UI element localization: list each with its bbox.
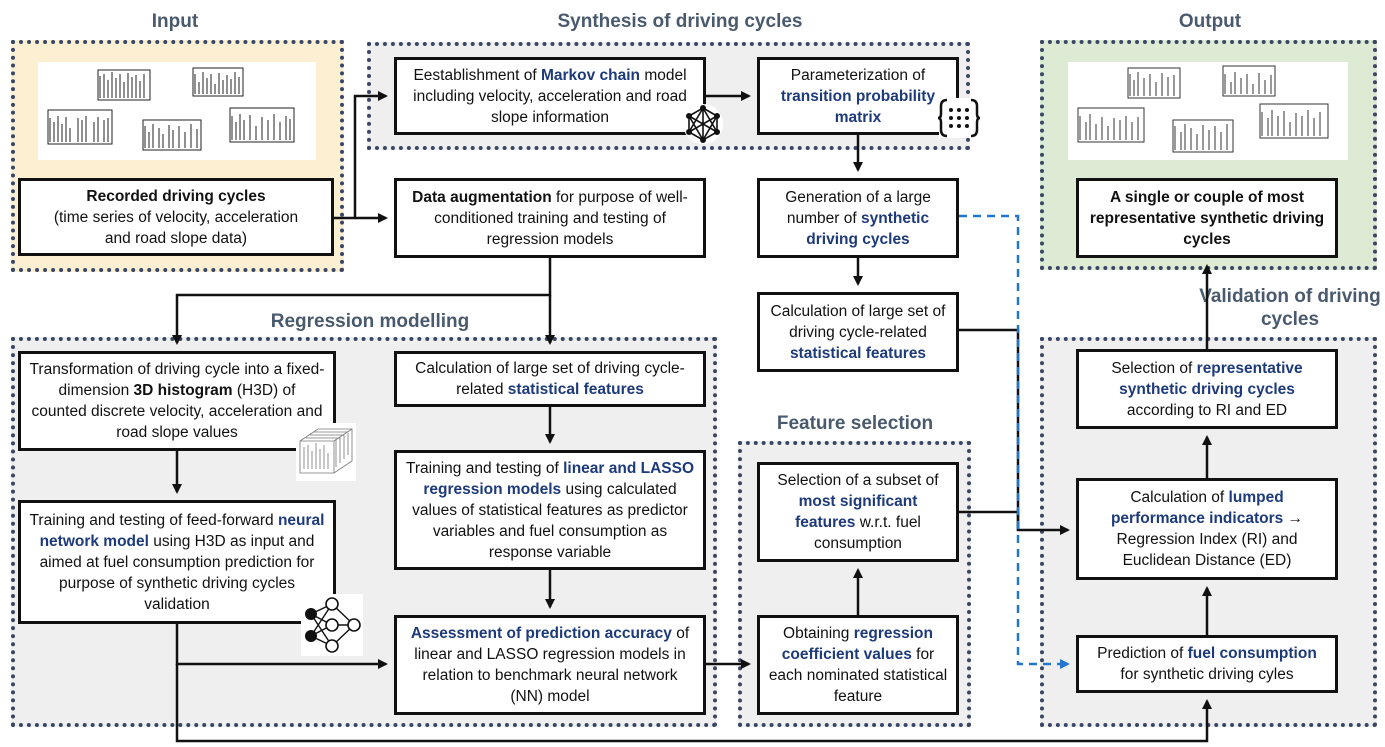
regression-coefficient-box: Obtaining regression coefficient values … — [757, 615, 959, 715]
prediction-accuracy-box: Assessment of prediction accuracy of lin… — [394, 615, 706, 715]
markov-chain-box: Eestablishment of Markov chain model inc… — [394, 57, 706, 135]
markov-text: Eestablishment of Markov chain model inc… — [413, 66, 687, 126]
transform-text: Transformation of driving cycle into a f… — [29, 361, 325, 441]
representative-selection-box: Selection of representative synthetic dr… — [1076, 349, 1338, 429]
linear-lasso-training-box: Training and testing of linear and LASSO… — [394, 450, 706, 570]
fuel-prediction-box: Prediction of fuel consumption for synth… — [1076, 635, 1338, 693]
prediction-text: Prediction of fuel consumption for synth… — [1097, 645, 1317, 683]
param-text: Parameterization of transition probabili… — [780, 66, 936, 126]
coeff-text: Obtaining regression coefficient values … — [768, 625, 948, 705]
link-nn-to-assessment — [175, 624, 388, 669]
link-recorded-to-markov — [334, 91, 388, 220]
histogram-transformation-box: Transformation of driving cycle into a f… — [18, 351, 336, 451]
lumped-indicators-box: Calculation of lumped performance indica… — [1076, 478, 1338, 580]
assessment-text: Assessment of prediction accuracy of lin… — [410, 625, 690, 705]
data-augmentation-box: Data augmentation for purpose of well-co… — [394, 178, 706, 258]
output-representative-box: A single or couple of most representativ… — [1076, 178, 1338, 258]
input-title: Input — [151, 11, 199, 32]
histogram-3d-icon — [296, 423, 356, 481]
regression-title: Regression modelling — [270, 311, 470, 332]
link-augment-to-branches — [172, 258, 552, 345]
significant-features-box: Selection of a subset of most significan… — [757, 462, 959, 562]
regression-statistical-features-box: Calculation of large set of driving cycl… — [394, 351, 706, 407]
recorded-line3: and road slope data) — [104, 229, 248, 247]
neural-network-icon — [301, 594, 363, 656]
output-text: A single or couple of most representativ… — [1089, 188, 1325, 248]
calc-synth-text: Calculation of large set of driving cycl… — [770, 302, 946, 362]
synthetic-generation-box: Generation of a large number of syntheti… — [757, 178, 959, 258]
transition-matrix-box: Parameterization of transition probabili… — [757, 57, 959, 135]
lumped-text: Calculation of lumped performance indica… — [1110, 489, 1304, 569]
training-nn-text: Training and testing of feed-forward neu… — [29, 511, 325, 613]
output-title: Output — [1178, 11, 1242, 32]
calc-reg-text: Calculation of large set of driving cycl… — [415, 360, 685, 398]
augment-text: Data augmentation for purpose of well-co… — [412, 188, 688, 248]
markov-graph-icon — [682, 103, 724, 145]
input-driving-cycles-image — [38, 62, 316, 160]
link-calcsynth-to-lumped — [959, 328, 1020, 530]
link-bottom-bypass — [175, 664, 1212, 743]
subset-text: Selection of a subset of most significan… — [777, 472, 939, 552]
link-subset-to-lumped — [959, 510, 1070, 535]
feature-selection-title: Feature selection — [776, 413, 934, 434]
synthetic-statistical-features-box: Calculation of large set of driving cycl… — [757, 292, 959, 372]
matrix-icon — [937, 96, 981, 140]
validation-title: Validation of driving cycles — [1199, 286, 1381, 330]
training-lin-text: Training and testing of linear and LASSO… — [405, 459, 695, 561]
neural-network-training-box: Training and testing of feed-forward neu… — [18, 500, 336, 624]
link-generation-to-prediction-dashed — [959, 214, 1070, 669]
output-driving-cycles-image — [1068, 62, 1348, 160]
recorded-line2: (time series of velocity, acceleration — [53, 208, 299, 226]
generation-text: Generation of a large number of syntheti… — [785, 188, 931, 248]
selection-rep-text: Selection of representative synthetic dr… — [1111, 359, 1303, 419]
recorded-driving-cycles-box: Recorded driving cycles (time series of … — [18, 178, 334, 256]
synthesis-title: Synthesis of driving cycles — [557, 11, 803, 32]
recorded-title: Recorded driving cycles — [86, 187, 266, 205]
